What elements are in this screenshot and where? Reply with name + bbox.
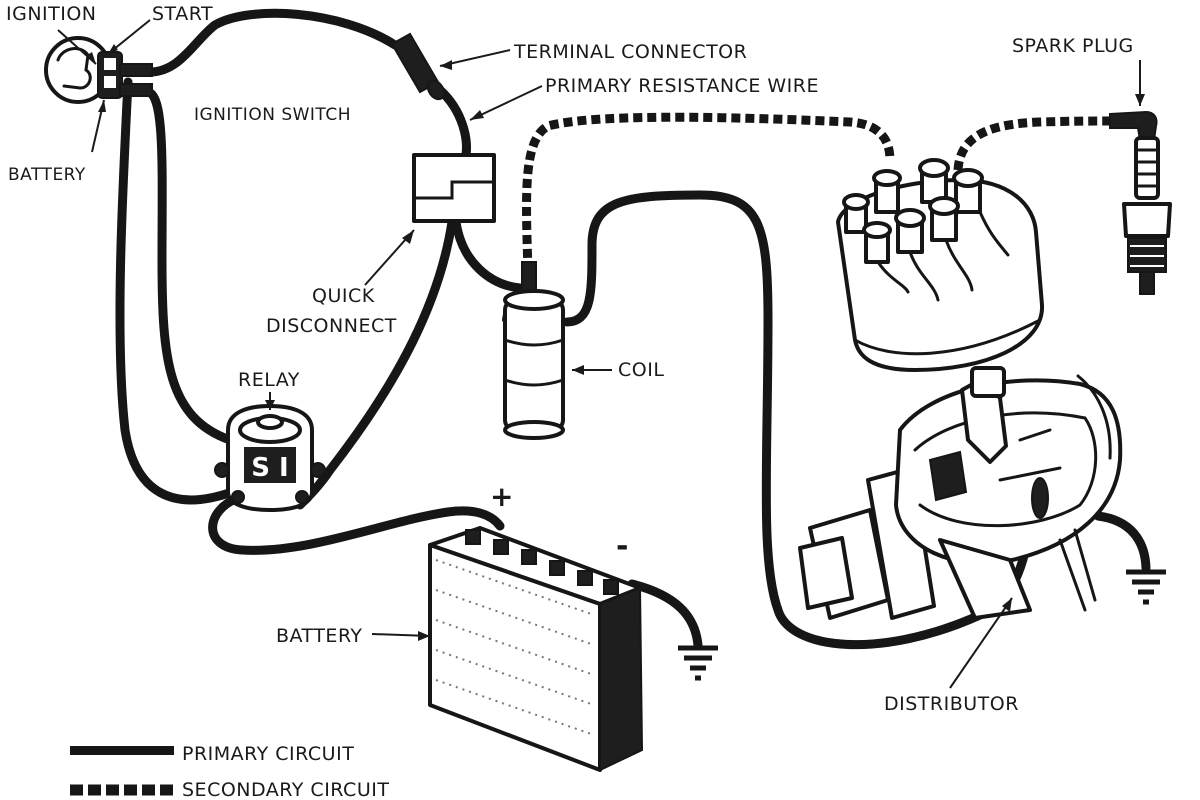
spark-plug xyxy=(1109,110,1172,295)
relay: S I xyxy=(214,404,326,512)
distributor-housing xyxy=(894,378,1123,566)
label-switch-battery: BATTERY xyxy=(8,165,86,185)
wire-switch-start-to-relay xyxy=(143,87,235,445)
legend: PRIMARY CIRCUIT SECONDARY CIRCUIT xyxy=(70,743,389,800)
label-relay: RELAY xyxy=(238,369,300,391)
labels: IGNITION START BATTERY IGNITION SWITCH T… xyxy=(6,3,1134,715)
relay-marking: S I xyxy=(251,453,288,483)
distributor-cap-towers xyxy=(842,158,984,264)
distributor-breaker-points xyxy=(928,450,968,502)
label-distributor: DISTRIBUTOR xyxy=(884,693,1019,715)
battery-ground-symbol xyxy=(678,645,718,681)
wire-switch-left-to-relay xyxy=(115,77,237,505)
battery-side xyxy=(599,586,644,772)
secondary-wiring xyxy=(522,112,1116,273)
primary-wiring xyxy=(115,8,1151,650)
quick-disconnect xyxy=(412,153,496,223)
ignition-switch xyxy=(44,36,153,104)
distributor-cap xyxy=(836,158,1045,372)
label-positive: + xyxy=(490,480,513,513)
callout-pointers xyxy=(57,19,1145,689)
legend-primary-label: PRIMARY CIRCUIT xyxy=(182,743,354,765)
terminal-connector xyxy=(390,32,446,101)
wire-distributor-to-ground xyxy=(1093,511,1151,573)
wire-switch-to-terminal-connector xyxy=(145,8,400,77)
label-quick: QUICK xyxy=(312,285,375,307)
wire-coil-to-distributor xyxy=(562,190,1037,650)
wire-disconnect-to-coil xyxy=(451,217,525,293)
wire-cap-to-spark-plug xyxy=(953,116,1116,171)
label-ignition-switch: IGNITION SWITCH xyxy=(194,105,351,125)
battery-caps xyxy=(465,529,619,595)
distributor xyxy=(798,366,1123,620)
quick-disconnect-body xyxy=(412,153,496,223)
wire-battery-negative-to-ground xyxy=(627,579,703,650)
legend-primary-swatch xyxy=(70,746,174,755)
wire-disconnect-to-relay xyxy=(295,217,457,510)
label-start: START xyxy=(152,3,213,25)
label-terminal-connector: TERMINAL CONNECTOR xyxy=(513,41,747,63)
coil-body xyxy=(503,298,565,432)
label-battery: BATTERY xyxy=(276,625,363,647)
label-ignition: IGNITION xyxy=(6,3,97,25)
wire-primary-resistance xyxy=(435,85,471,165)
label-spark-plug: SPARK PLUG xyxy=(1012,35,1134,57)
label-disconnect: DISCONNECT xyxy=(266,315,397,337)
distributor-ground-symbol xyxy=(1126,569,1166,605)
battery xyxy=(428,526,644,772)
label-negative: - xyxy=(616,529,628,564)
wire-relay-to-battery-positive xyxy=(208,493,505,555)
label-primary-resistance-wire: PRIMARY RESISTANCE WIRE xyxy=(545,75,819,97)
label-coil: COIL xyxy=(618,359,664,381)
legend-secondary-label: SECONDARY CIRCUIT xyxy=(182,779,389,800)
coil xyxy=(502,261,565,440)
